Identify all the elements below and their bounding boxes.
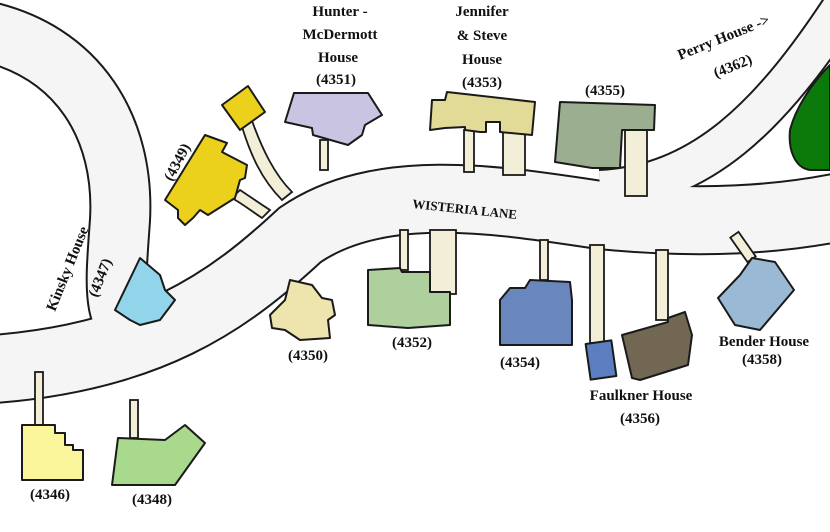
house-4349-annex[interactable] [221,85,266,131]
label-4351-line2: McDermott [303,27,378,43]
label-4358-number: (4358) [742,352,782,368]
label-4356-name: Faulkner House [590,388,693,404]
label-4362-name: Perry House -> [676,12,773,63]
house-4352[interactable] [367,267,451,329]
label-4356-number: (4356) [620,411,660,427]
park [788,64,830,171]
house-4358[interactable] [717,257,795,331]
label-4347-name: Kinsky House [44,224,93,313]
label-4351-line3: House [318,50,358,66]
houses [21,85,795,486]
label-4351-number: (4351) [316,72,356,88]
house-4350[interactable] [269,279,336,341]
label-4358-name: Bender House [719,334,809,350]
house-4348[interactable] [111,424,206,486]
house-4355[interactable] [554,101,656,169]
house-4354[interactable] [499,279,573,346]
label-4352-number: (4352) [392,335,432,351]
label-4351-line1: Hunter - [312,4,367,20]
label-4355-number: (4355) [585,83,625,99]
label-4362-number: (4362) [712,52,755,82]
label-4353-line2: & Steve [457,28,508,44]
house-4356-annex[interactable] [584,339,618,381]
label-4353-line1: Jennifer [455,4,509,20]
label-4350-number: (4350) [288,348,328,364]
label-4353-number: (4353) [462,75,502,91]
house-4349[interactable] [164,134,248,226]
house-4347[interactable] [114,257,176,326]
house-4346[interactable] [21,424,84,481]
label-4354-number: (4354) [500,355,540,371]
house-4353[interactable] [429,91,536,136]
label-4353-line3: House [462,52,502,68]
house-4351[interactable] [284,92,383,146]
label-4346-number: (4346) [30,487,70,503]
house-4356[interactable] [621,311,693,381]
label-4348-number: (4348) [132,492,172,508]
